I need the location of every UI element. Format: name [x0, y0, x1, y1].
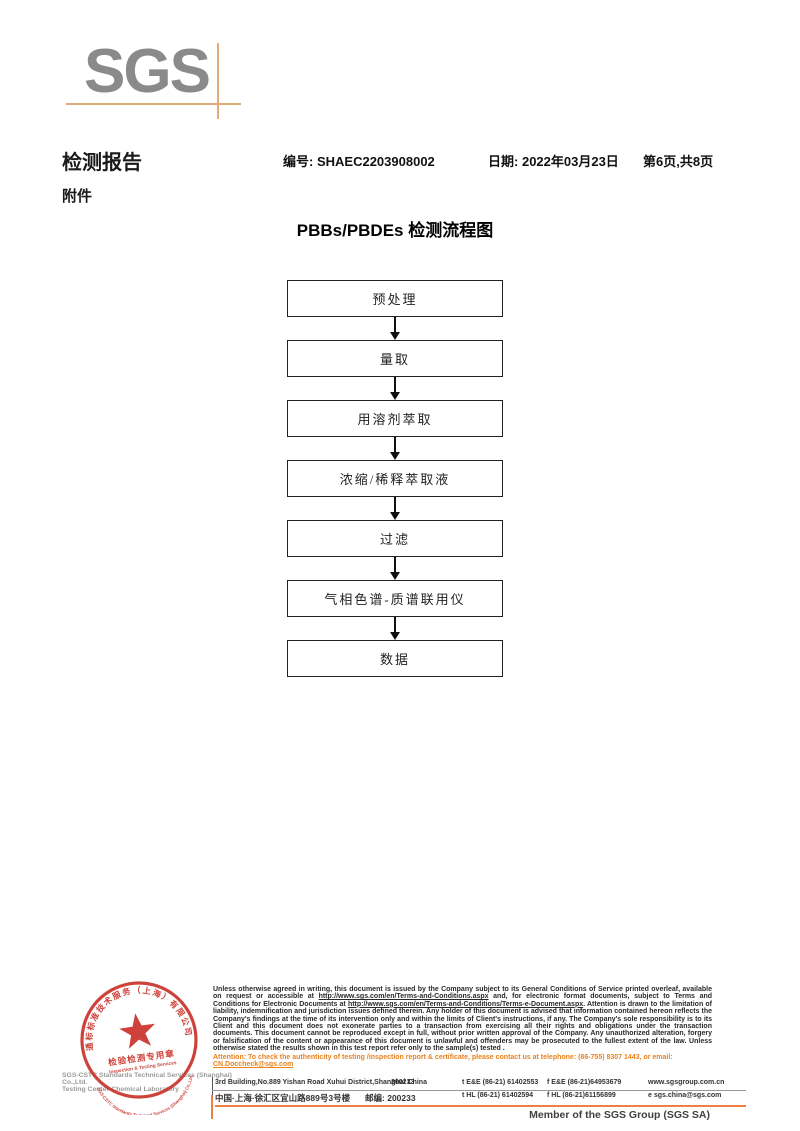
report-number: 编号: SHAEC2203908002: [283, 151, 435, 170]
address-table-row-divider: [212, 1090, 746, 1091]
disclaimer-part2: and, for electronic format documents, su…: [213, 993, 713, 1008]
terms-conditions-link[interactable]: http://www.sgs.com/en/Terms-and-Conditio…: [318, 993, 489, 1001]
flowchart: 预处理量取用溶剂萃取浓缩/稀释萃取液过滤气相色谱-质谱联用仪数据: [287, 280, 503, 677]
attention-text: Attention: To check the authenticity of …: [213, 1054, 712, 1069]
disclaimer-part3: . Attention is drawn to the limitation o…: [213, 1000, 712, 1053]
attachment-label: 附件: [62, 189, 93, 205]
fax-hl: f HL (86-21)61156899: [547, 1092, 616, 1099]
seal-circle: [80, 981, 198, 1099]
arrow-down-icon: [390, 557, 400, 580]
flow-step-box: 过滤: [287, 520, 503, 557]
report-date-label: 日期:: [488, 154, 519, 169]
flow-step-box: 浓缩/稀释萃取液: [287, 460, 503, 497]
flow-step-box: 用溶剂萃取: [287, 400, 503, 437]
report-number-value: SHAEC2203908002: [316, 154, 435, 169]
footer-lab-name: Testing Center-Chemical Laboratory: [62, 1086, 179, 1093]
address-table-left-border: [212, 1077, 213, 1105]
seal-company-en: SGS-CSTC Standards Technical Services (S…: [96, 1073, 199, 1115]
postcode-cn-label: 邮编:: [365, 1093, 385, 1103]
postcode-cn: 邮编: 200233: [365, 1092, 416, 1104]
postcode-cn-value: 200233: [387, 1093, 416, 1103]
arrow-down-icon: [390, 377, 400, 400]
flow-step-box: 预处理: [287, 280, 503, 317]
address-cn: 中国·上海·徐汇区宜山路889号3号楼: [215, 1093, 351, 1103]
flow-step-box: 量取: [287, 340, 503, 377]
postcode-en: 200233: [391, 1079, 415, 1086]
page-info: 第6页,共8页: [643, 154, 714, 169]
address-en: 3rd Building,No.889 Yishan Road Xuhui Di…: [215, 1079, 427, 1086]
arrow-down-icon: [390, 497, 400, 520]
footer-fineprint: Unless otherwise agreed in writing, this…: [213, 986, 712, 1068]
seal-star-icon: [119, 1013, 155, 1049]
flow-step-box: 气相色谱-质谱联用仪: [287, 580, 503, 617]
report-title: 检测报告: [62, 152, 142, 174]
svg-text:SGS-CSTC Standards Technical S: SGS-CSTC Standards Technical Services (S…: [96, 1073, 199, 1115]
arrow-down-icon: [390, 317, 400, 340]
disclaimer-part1: Unless otherwise agreed in writing, this…: [213, 986, 712, 1001]
website[interactable]: www.sgsgroup.com.cn: [648, 1079, 725, 1086]
doccheck-email-link[interactable]: CN.Doccheck@sgs.com: [213, 1061, 294, 1069]
arrow-down-icon: [390, 617, 400, 640]
logo-crosshair-horizontal: [66, 103, 241, 105]
flow-step-box: 数据: [287, 640, 503, 677]
flowchart-title: PBBs/PBDEs 检测流程图: [296, 221, 494, 240]
report-number-label: 编号:: [283, 154, 314, 169]
report-date-value: 2022年03月23日: [521, 154, 619, 169]
logo-crosshair-vertical: [217, 43, 219, 119]
footer-company-name: SGS-CSTC Standards Technical Services (S…: [62, 1072, 232, 1086]
footer-orange-rule: [215, 1105, 746, 1107]
sgs-logo: SGS: [84, 37, 211, 106]
report-date: 日期: 2022年03月23日: [488, 151, 619, 170]
terms-e-document-link[interactable]: http://www.sgs.com/en/Terms-and-Conditio…: [347, 1000, 584, 1008]
inspection-seal: 通标标准技术服务（上海）有限公司 SGS-CSTC Standards Tech…: [77, 980, 199, 1115]
email[interactable]: e sgs.china@sgs.com: [648, 1092, 722, 1099]
footer-crosshair-tick: [211, 1095, 213, 1119]
phone-ee: t E&E (86-21) 61402553: [462, 1079, 539, 1086]
disclaimer-text: Unless otherwise agreed in writing, this…: [213, 986, 712, 1053]
arrow-down-icon: [390, 437, 400, 460]
attention-line: Attention: To check the authenticity of …: [213, 1053, 673, 1061]
phone-hl: t HL (86-21) 61402594: [462, 1092, 534, 1099]
sgs-member-line: Member of the SGS Group (SGS SA): [529, 1109, 710, 1121]
fax-ee: f E&E (86-21)64953679: [547, 1079, 622, 1086]
